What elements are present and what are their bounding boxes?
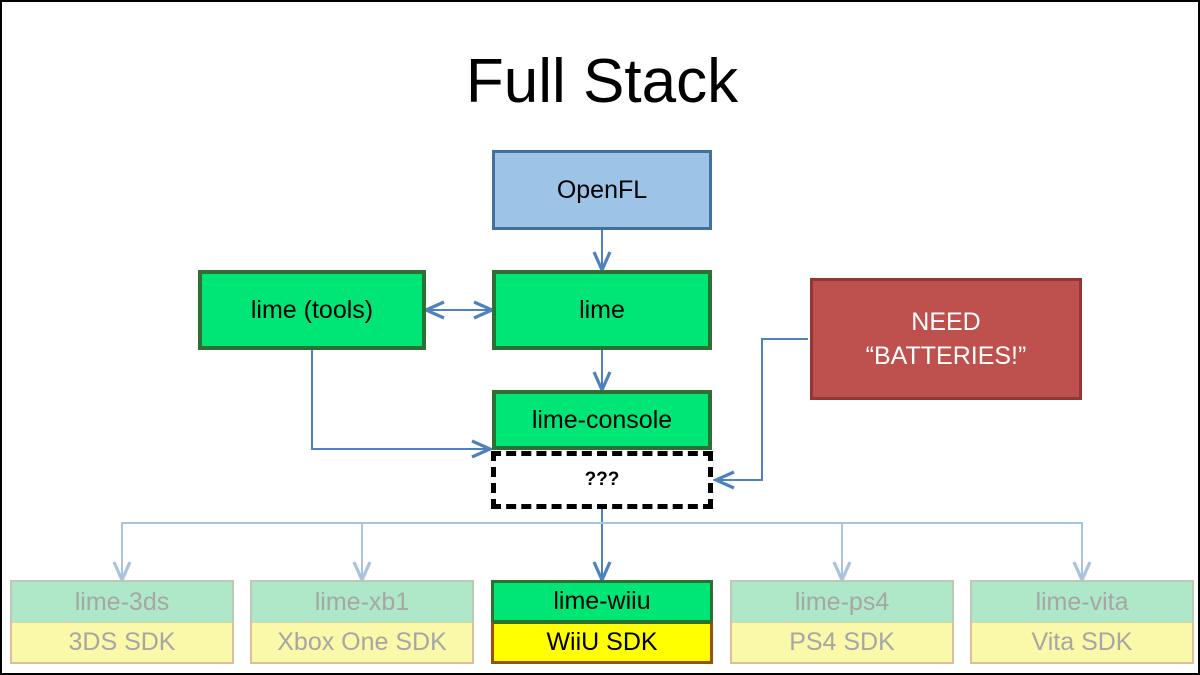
- platform-sdk-xb1: Xbox One SDK: [250, 622, 474, 664]
- node-unknown-label: ???: [584, 469, 620, 490]
- platform-stack-3ds[interactable]: lime-3ds 3DS SDK: [10, 580, 234, 664]
- platform-stack-vita[interactable]: lime-vita Vita SDK: [970, 580, 1194, 664]
- platform-lib-xb1: lime-xb1: [250, 580, 474, 622]
- platform-sdk-wiiu: WiiU SDK: [491, 622, 713, 664]
- platform-stack-xb1[interactable]: lime-xb1 Xbox One SDK: [250, 580, 474, 664]
- platform-stack-ps4[interactable]: lime-ps4 PS4 SDK: [730, 580, 954, 664]
- node-lime-label: lime: [579, 295, 625, 324]
- node-lime-console-label: lime-console: [531, 405, 673, 434]
- node-need-line2: “BATTERIES!”: [865, 342, 1027, 370]
- platform-sdk-3ds: 3DS SDK: [10, 622, 234, 664]
- node-openfl-label: OpenFL: [556, 175, 648, 204]
- platform-sdk-ps4: PS4 SDK: [730, 622, 954, 664]
- node-lime-tools-label: lime (tools): [250, 295, 374, 324]
- platform-lib-wiiu: lime-wiiu: [491, 580, 713, 622]
- platform-lib-vita: lime-vita: [970, 580, 1194, 622]
- platform-lib-3ds: lime-3ds: [10, 580, 234, 622]
- connector-limetools-to-lime-console: [311, 350, 494, 459]
- node-lime-console[interactable]: lime-console: [492, 390, 712, 450]
- node-lime[interactable]: lime: [492, 270, 712, 350]
- node-need-line1: NEED: [911, 308, 981, 336]
- node-need-batteries[interactable]: NEED “BATTERIES!”: [810, 278, 1082, 400]
- connector-tree-branches: [112, 522, 1092, 584]
- connector-need-to-unknown: [712, 338, 808, 490]
- page-title: Full Stack: [465, 47, 739, 116]
- node-unknown-placeholder[interactable]: ???: [491, 451, 713, 509]
- platform-lib-ps4: lime-ps4: [730, 580, 954, 622]
- node-lime-tools[interactable]: lime (tools): [198, 270, 426, 350]
- platform-stack-wiiu[interactable]: lime-wiiu WiiU SDK: [491, 580, 713, 664]
- node-openfl[interactable]: OpenFL: [492, 150, 712, 230]
- platform-sdk-vita: Vita SDK: [970, 622, 1194, 664]
